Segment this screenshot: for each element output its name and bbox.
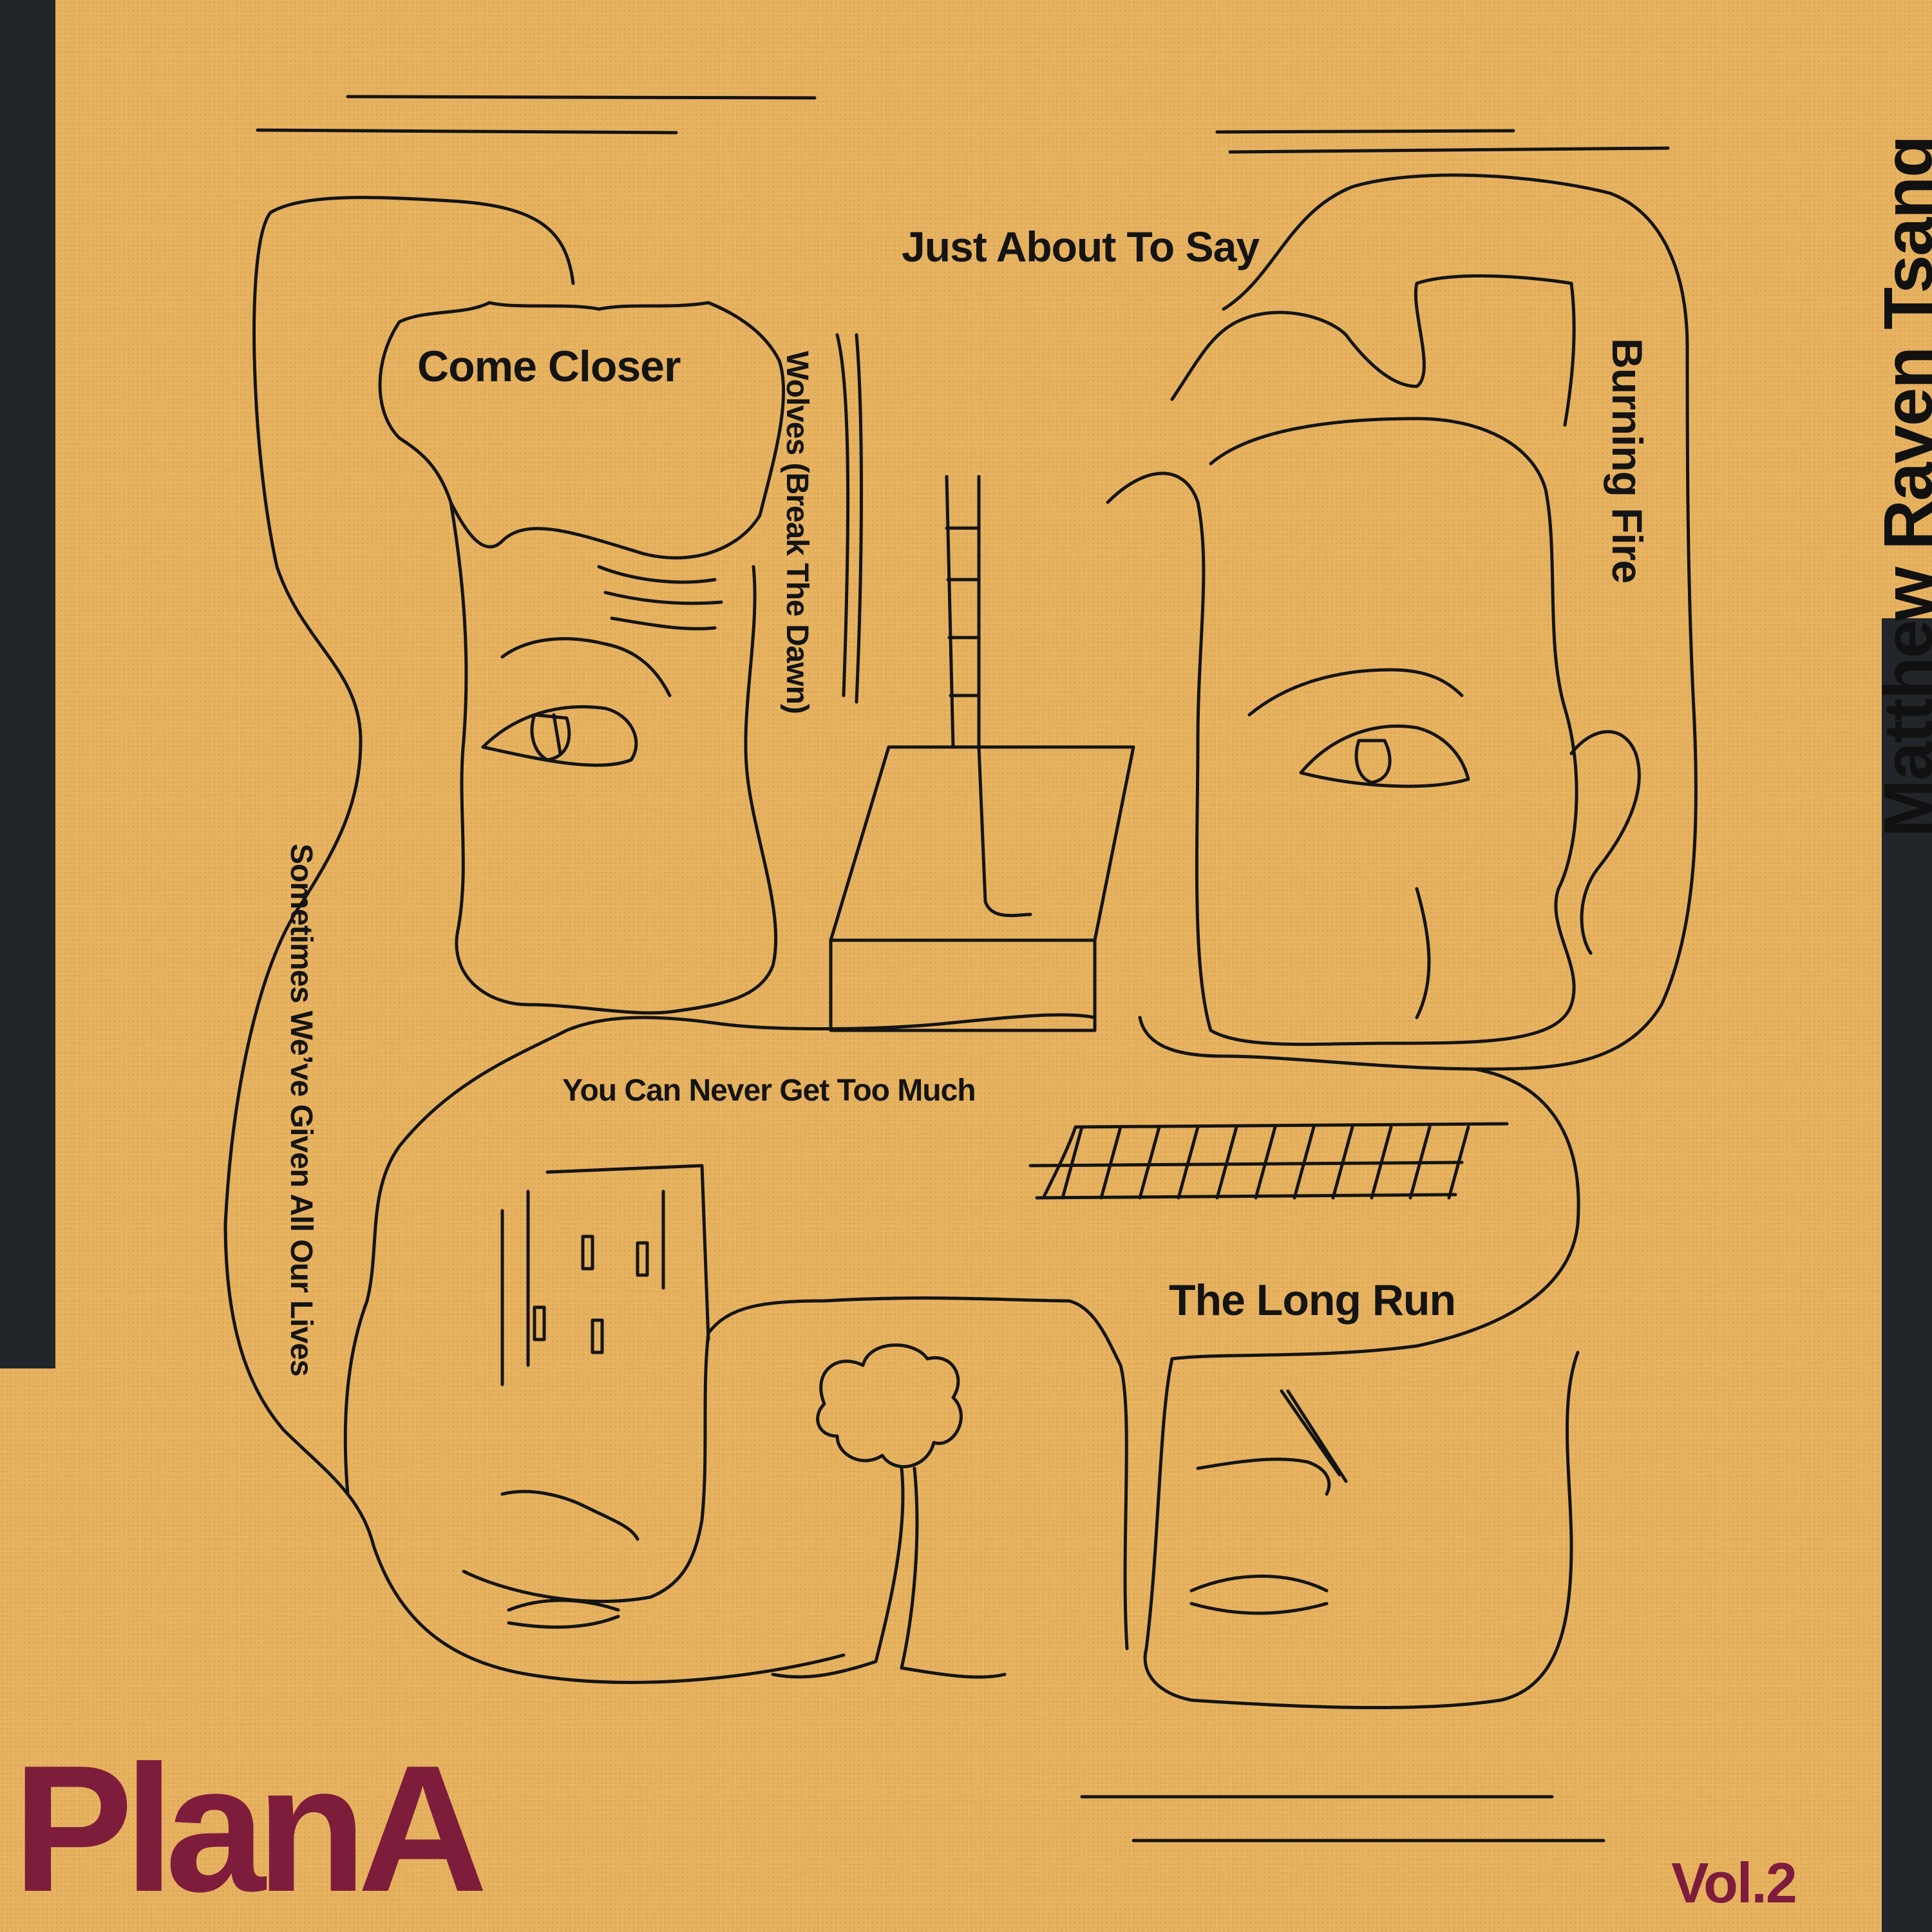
track-you-can-never: You Can Never Get Too Much bbox=[562, 1074, 976, 1108]
left-face-contour bbox=[449, 500, 778, 1015]
track-sometimes: Sometimes We’ve Given All Our Lives bbox=[284, 844, 318, 1376]
central-box bbox=[829, 475, 1135, 1032]
right-dark-bar bbox=[1882, 618, 1932, 1932]
track-come-closer: Come Closer bbox=[417, 342, 681, 391]
right-lower-contour bbox=[1143, 1067, 1580, 1710]
track-wolves: Wolves (Break The Dawn) bbox=[780, 351, 814, 714]
left-eye bbox=[481, 637, 672, 767]
bottom-decorative-lines bbox=[1080, 1795, 1605, 1842]
track-the-long-run: The Long Run bbox=[1169, 1276, 1456, 1325]
right-ear bbox=[1569, 730, 1641, 955]
track-just-about-to-say: Just About To Say bbox=[902, 223, 1260, 270]
middle-hatching bbox=[1028, 1122, 1509, 1200]
track-burning-fire: Burning Fire bbox=[1604, 338, 1651, 583]
top-decorative-lines bbox=[256, 95, 1670, 154]
left-dark-bar bbox=[0, 0, 55, 1368]
left-lower-inner bbox=[706, 1296, 1129, 1651]
lower-face-marks bbox=[500, 1389, 1348, 1629]
left-jaw-line bbox=[462, 1331, 710, 1603]
building bbox=[500, 1164, 710, 1387]
album-title: PlanA bbox=[13, 1728, 488, 1929]
tree bbox=[771, 1343, 1007, 1679]
artist-name: Matthew Raven Tsang bbox=[1869, 136, 1932, 837]
right-head-contour bbox=[1138, 173, 1698, 1071]
left-lower-contour bbox=[343, 1013, 1097, 1496]
album-volume: Vol.2 bbox=[1671, 1851, 1797, 1915]
right-face-contour bbox=[1106, 417, 1578, 1046]
hair-strokes bbox=[597, 333, 863, 704]
right-eye bbox=[1247, 668, 1470, 788]
left-outer-contour bbox=[223, 196, 846, 1684]
right-hair-block bbox=[1170, 274, 1576, 427]
right-nose-line bbox=[1415, 887, 1431, 1019]
top-left-block bbox=[378, 301, 786, 560]
